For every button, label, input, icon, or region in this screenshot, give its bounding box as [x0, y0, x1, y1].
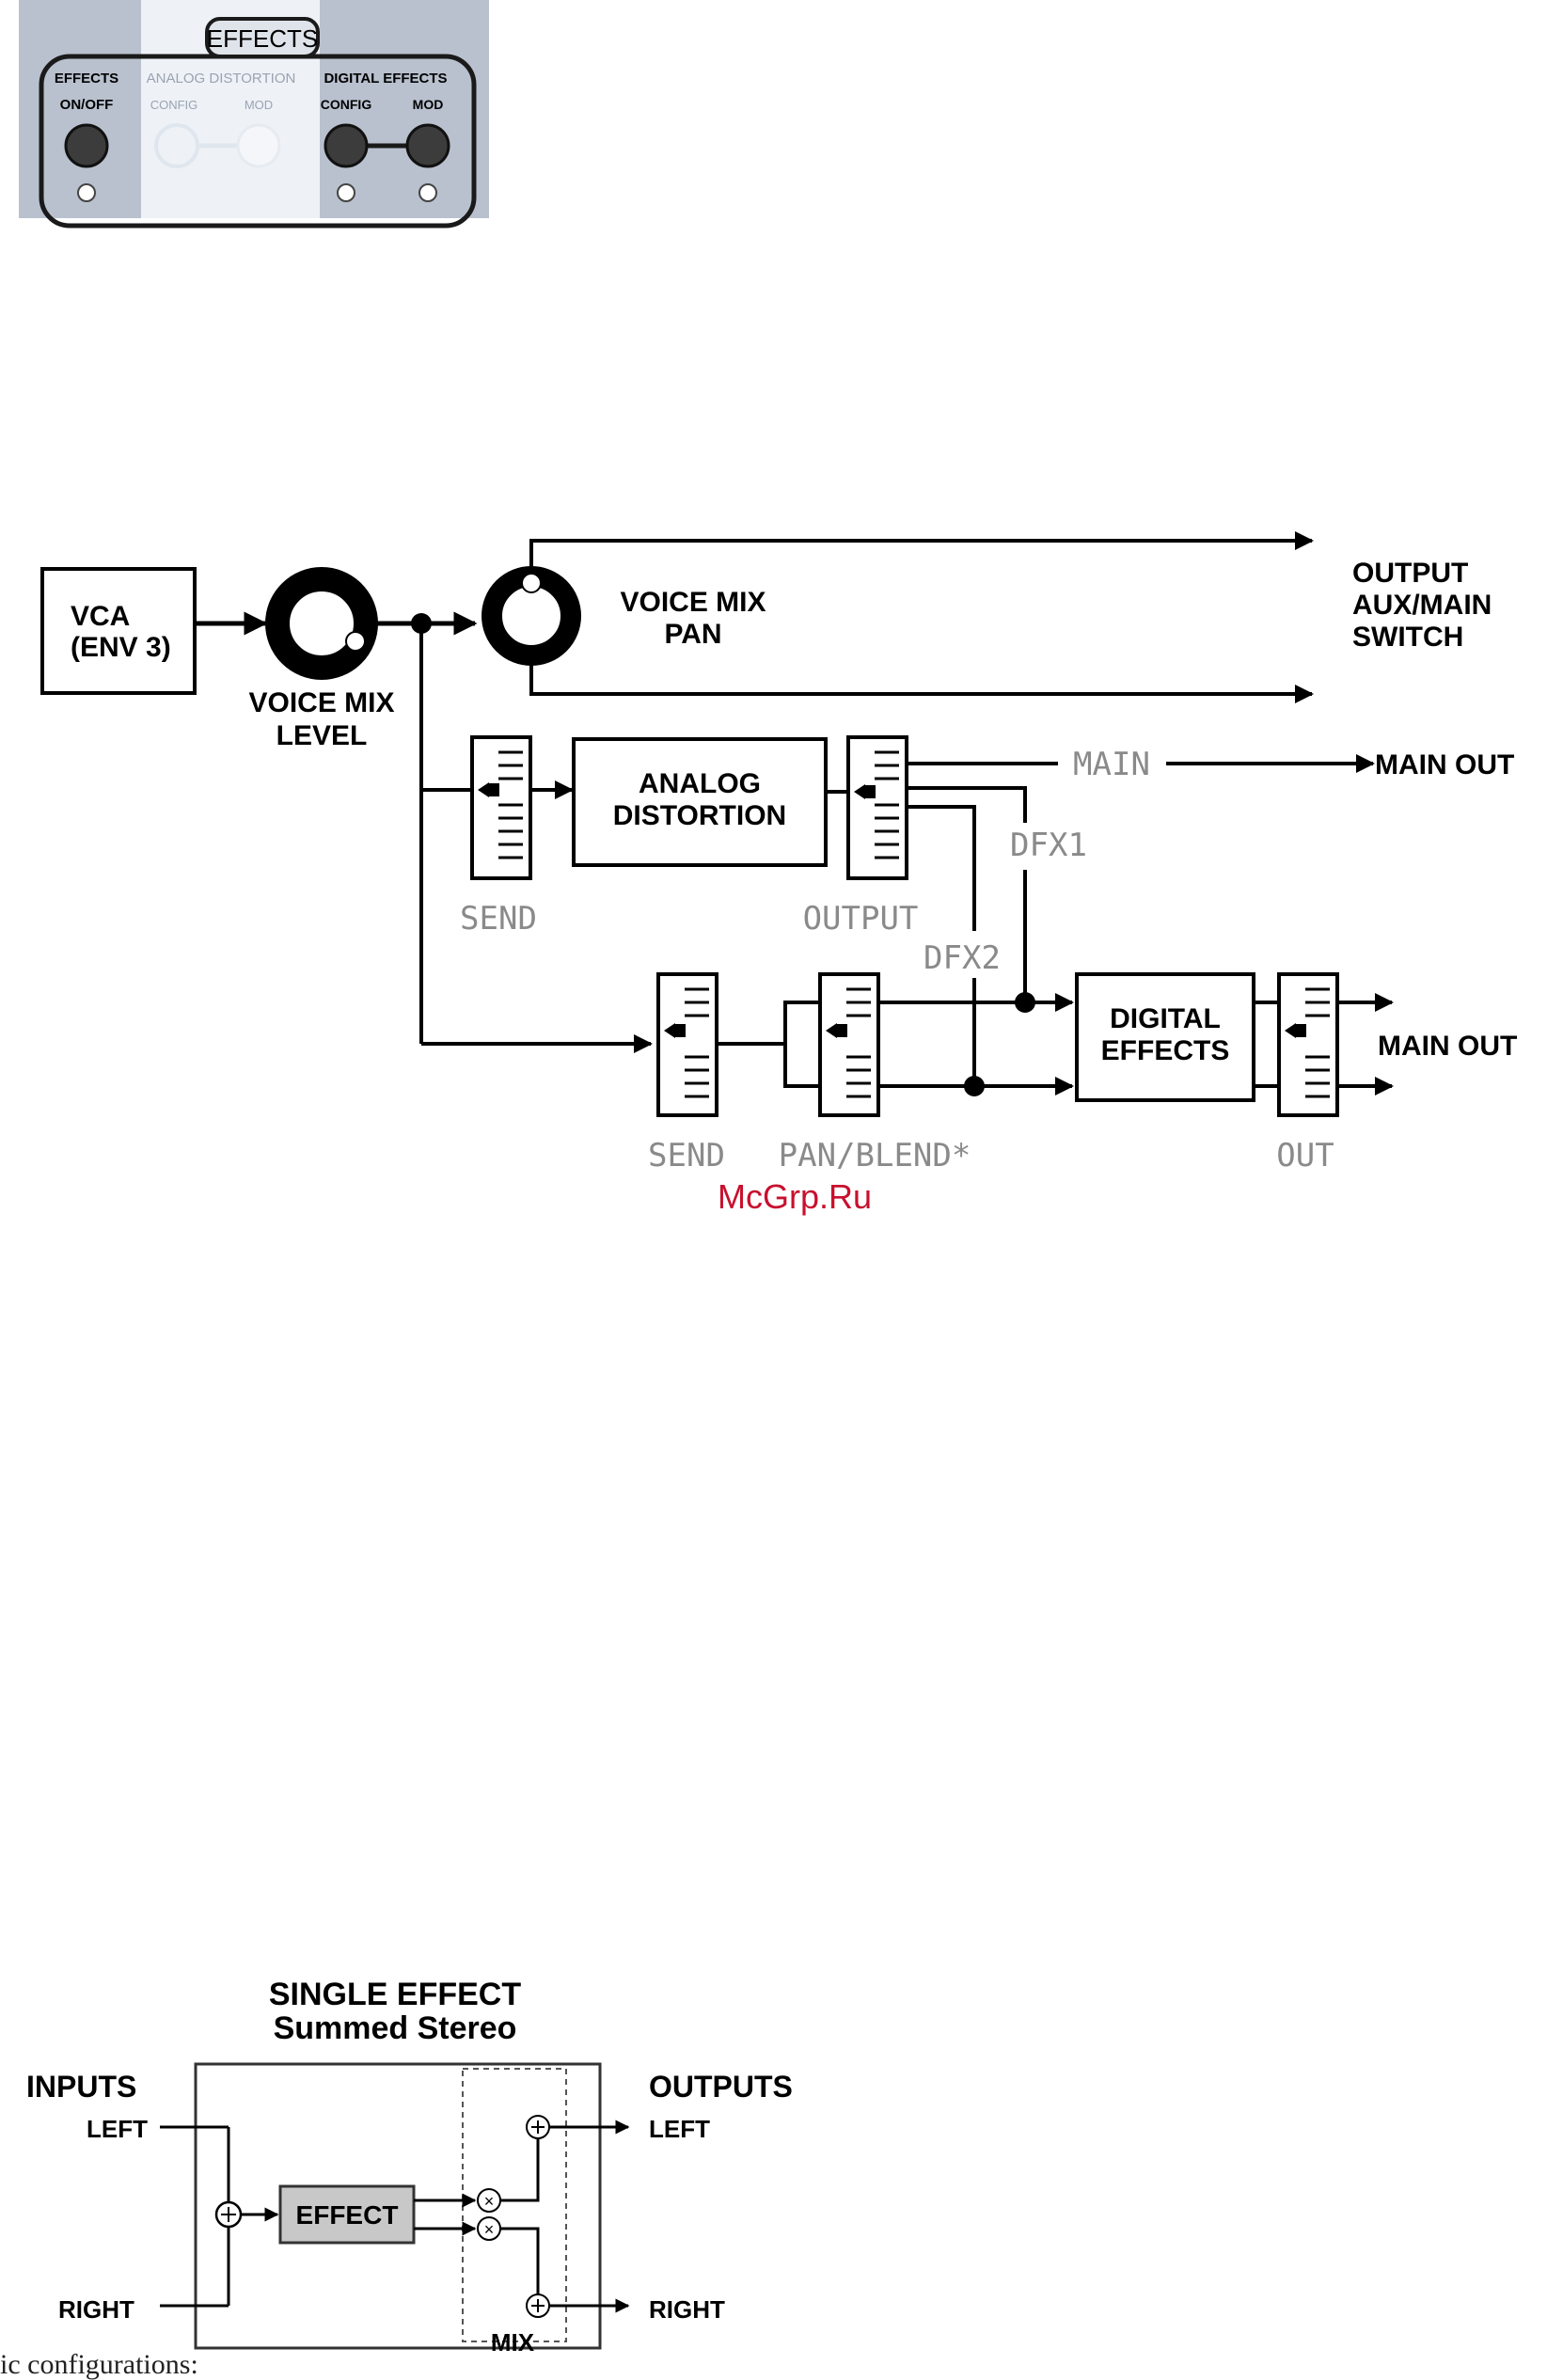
single-effect-diagram: SINGLE EFFECT Summed Stereo INPUTS LEFT … [26, 1977, 793, 2356]
voice-mix-level-knob[interactable] [265, 567, 378, 680]
out-fader-label: OUT [1276, 1137, 1334, 1174]
voice-mix-pan-label-2: PAN [664, 619, 721, 650]
send-2-fader[interactable] [656, 972, 718, 1117]
single-effect-title: SINGLE EFFECT [269, 1977, 521, 2012]
digital-config-led [337, 183, 355, 202]
effects-onoff-button[interactable] [64, 123, 109, 168]
send-1-fader[interactable] [470, 735, 532, 880]
dfx1-junction [1015, 992, 1035, 1013]
pan-blend-label: PAN/BLEND* [779, 1137, 971, 1174]
effect-label: EFFECT [296, 2200, 399, 2230]
single-effect-subtitle: Summed Stereo [274, 2010, 517, 2046]
main-out-1-label: MAIN OUT [1375, 749, 1514, 780]
analog-mod-label: MOD [245, 98, 273, 112]
digital-mod-button[interactable] [405, 123, 450, 168]
output-switch-label-2: AUX/MAIN [1352, 590, 1492, 621]
send-2-label: SEND [648, 1137, 725, 1174]
dfx2-junction [964, 1076, 985, 1096]
effects-panel-title: EFFECTS [207, 24, 318, 53]
digital-mod-label: MOD [413, 97, 444, 112]
vca-label-1: VCA [71, 601, 130, 632]
caption-fragment: ic configurations: [0, 2349, 198, 2380]
effects-onoff-label-2: ON/OFF [60, 97, 114, 113]
input-left-label: LEFT [87, 2115, 148, 2143]
digital-effects-block [1075, 972, 1255, 1102]
analog-distortion-block [572, 737, 828, 867]
outputs-label: OUTPUTS [649, 2070, 793, 2104]
vca-label-2: (ENV 3) [71, 632, 171, 663]
digital-config-button[interactable] [324, 123, 369, 168]
out-fader[interactable] [1277, 972, 1339, 1117]
mix-label: MIX [491, 2328, 535, 2356]
analog-distortion-label-2: DISTORTION [613, 800, 786, 831]
effect-block [278, 2184, 416, 2245]
analog-mod-button[interactable] [236, 123, 281, 168]
pan-blend-fader[interactable] [818, 972, 880, 1117]
digital-effects-label-1: DIGITAL [1110, 1003, 1221, 1034]
output-fader[interactable] [846, 735, 908, 880]
digital-effects-header: DIGITAL EFFECTS [324, 71, 447, 87]
vca-block [40, 567, 197, 695]
output-left-label: LEFT [649, 2115, 710, 2143]
analog-distortion-header: ANALOG DISTORTION [147, 71, 296, 87]
digital-mod-led [418, 183, 437, 202]
voice-mix-level-indicator [345, 631, 366, 652]
input-right-label: RIGHT [58, 2295, 134, 2324]
main-route-label: MAIN [1073, 746, 1150, 783]
analog-config-label: CONFIG [150, 98, 198, 112]
output-switch-label-3: SWITCH [1352, 622, 1463, 653]
voice-mix-level-label-2: LEVEL [276, 720, 368, 751]
voice-mix-level-label-1: VOICE MIX [248, 687, 394, 718]
effects-panel: EFFECTS EFFECTS ON/OFF ANALOG DISTORTION… [19, 0, 489, 229]
send-1-label: SEND [460, 900, 537, 938]
main-out-2-label: MAIN OUT [1378, 1031, 1517, 1062]
effects-onoff-label-1: EFFECTS [55, 71, 118, 87]
mult-sign-bottom: × [484, 2220, 495, 2239]
voice-mix-pan-label-1: VOICE MIX [620, 587, 766, 618]
dfx1-label: DFX1 [1010, 827, 1087, 864]
output-right-label: RIGHT [649, 2295, 725, 2324]
processor-frame [194, 2062, 602, 2350]
digital-effects-label-2: EFFECTS [1101, 1035, 1230, 1066]
watermark: McGrp.Ru [718, 1177, 872, 1216]
analog-distortion-label-1: ANALOG [639, 768, 761, 799]
digital-config-label: CONFIG [321, 97, 372, 112]
voice-mix-pan-indicator [521, 573, 542, 593]
output-switch-label-1: OUTPUT [1352, 558, 1468, 589]
signal-flow-diagram: VCA (ENV 3) VOICE MIX LEVEL VOICE MIX PA… [40, 531, 1517, 1216]
inputs-label: INPUTS [26, 2070, 136, 2104]
mult-sign-top: × [484, 2192, 495, 2211]
output-fader-label: OUTPUT [803, 900, 919, 938]
dfx2-label: DFX2 [924, 939, 1001, 977]
effects-onoff-led [77, 183, 96, 202]
analog-config-button[interactable] [154, 123, 199, 168]
